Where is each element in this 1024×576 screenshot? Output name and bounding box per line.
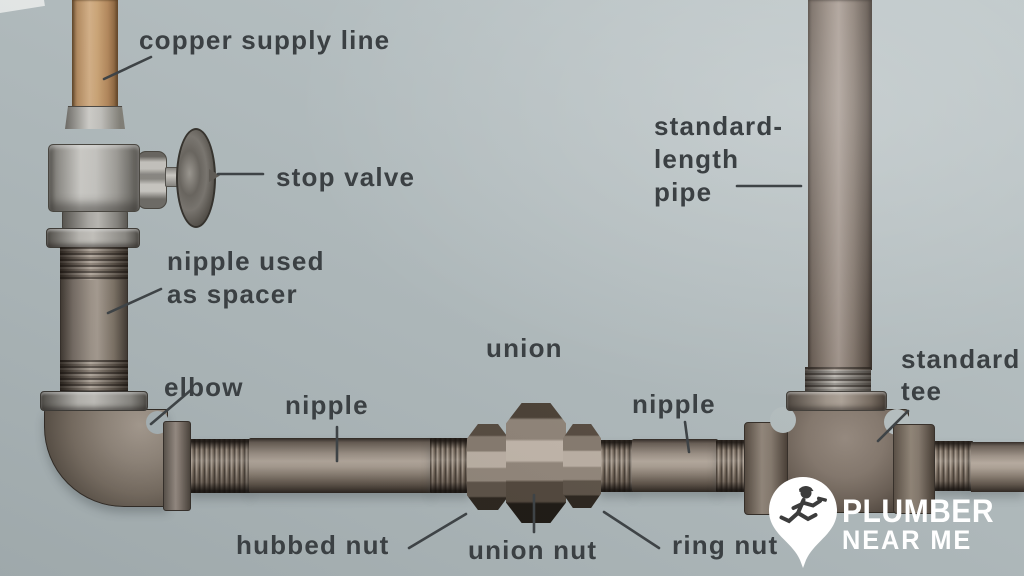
logo-text: PLUMBER NEAR ME (842, 493, 1022, 566)
label-nipple-left: nipple (285, 390, 369, 420)
horizontal-pipe-right-end (971, 442, 1024, 492)
nipple-pipe-left (249, 438, 432, 493)
compression-nut (65, 106, 125, 129)
label-ring-nut: ring nut (672, 530, 779, 560)
tee-notch (770, 407, 796, 433)
label-standard-length-pipe: standard- length pipe (654, 111, 784, 207)
copper-supply-line-pipe (72, 0, 118, 108)
label-union: union (486, 333, 563, 363)
nipple-pipe-right (632, 439, 718, 492)
elbow-inlet-flange (40, 391, 148, 411)
pipe-threads (189, 439, 251, 493)
pipe-threads (599, 440, 634, 492)
label-hubbed-nut: hubbed nut (236, 530, 390, 560)
pipe-threads (716, 440, 746, 492)
hubbed-nut-part (467, 424, 509, 510)
location-pin-icon (769, 477, 837, 568)
pointer-hubbed-nut (407, 512, 468, 550)
union-nut-part (506, 403, 566, 523)
photo-page-corner (0, 0, 45, 14)
label-union-nut: union nut (468, 535, 598, 565)
label-nipple-right: nipple (632, 389, 716, 419)
pointer-ring-nut (602, 510, 661, 550)
logo-line1: PLUMBER (842, 493, 995, 529)
running-plumber-icon (779, 485, 827, 524)
pipe-threads (805, 367, 871, 393)
label-stop-valve: stop valve (276, 162, 416, 192)
valve-packing-nut (137, 151, 167, 209)
pipe-threads (430, 438, 470, 493)
elbow-outlet-hub (163, 421, 191, 511)
label-elbow: elbow (164, 372, 244, 402)
pipe-threads (60, 247, 128, 280)
label-standard-tee: standard tee (901, 344, 1021, 406)
valve-handwheel-hub (209, 169, 220, 182)
label-nipple-spacer: nipple used as spacer (167, 246, 325, 309)
pipe-threads (60, 360, 128, 393)
label-copper-supply-line: copper supply line (139, 25, 391, 55)
tee-top-flange (786, 391, 887, 411)
standard-length-pipe-part (808, 0, 872, 370)
valve-outlet-flange (46, 228, 140, 248)
logo-line2: NEAR ME (842, 525, 973, 555)
ring-nut-part (563, 424, 601, 508)
stop-valve-body (48, 144, 140, 212)
pipe-threads (933, 441, 973, 491)
valve-neck (62, 211, 128, 229)
plumber-near-me-logo: PLUMBER NEAR ME (768, 476, 1018, 572)
